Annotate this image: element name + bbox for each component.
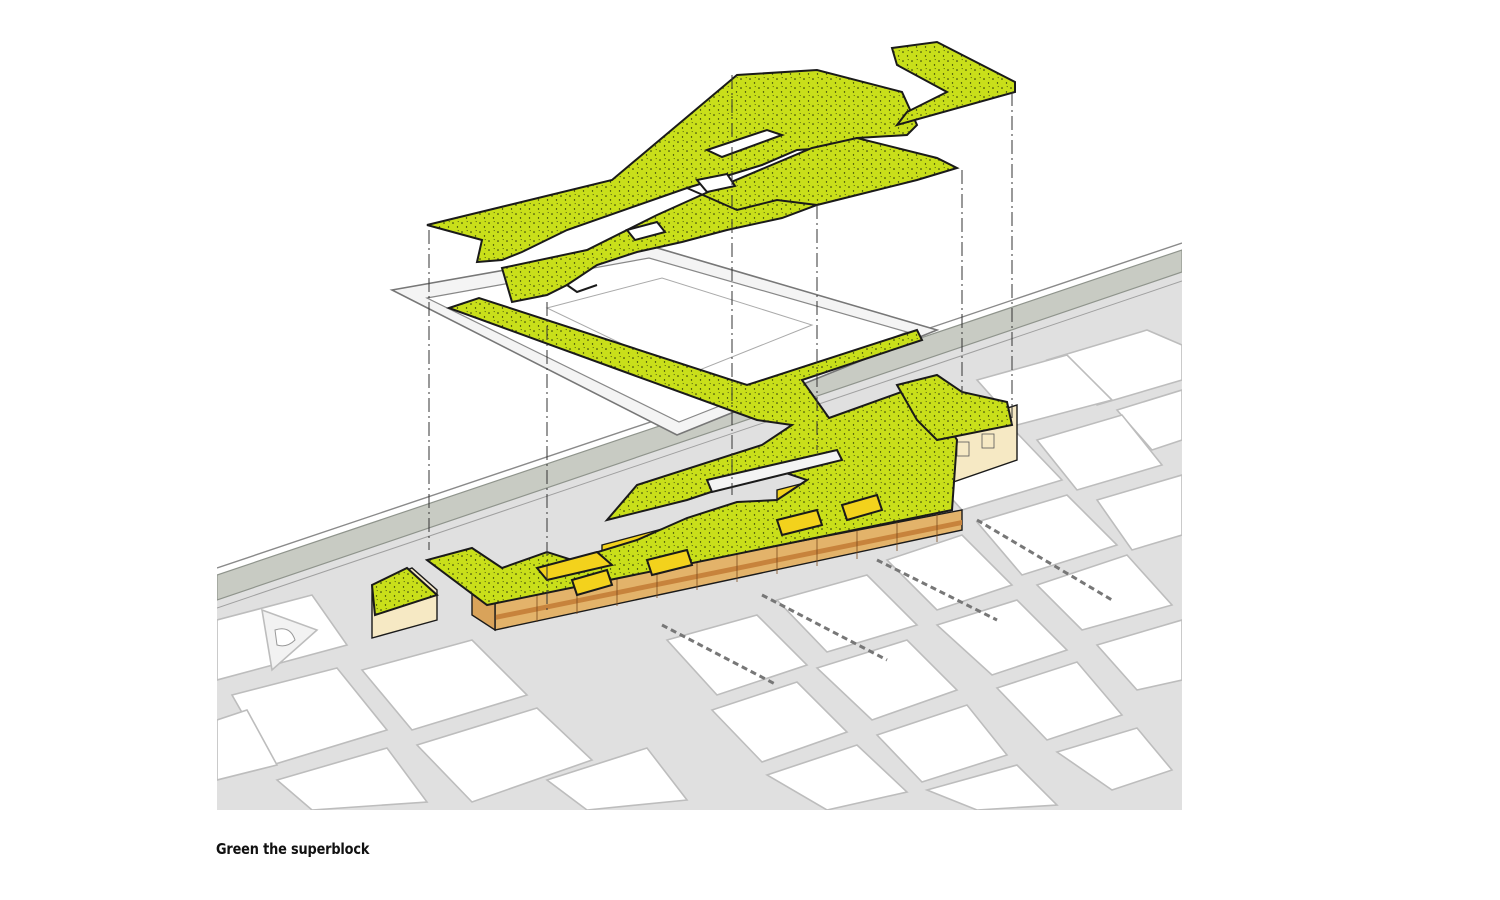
green-roof-upper [426, 40, 1016, 304]
green-roof-lower [370, 296, 1014, 617]
projection-lines [428, 75, 1013, 610]
figure-caption: Green the superblock [216, 840, 370, 858]
axonometric-drawing [217, 40, 1182, 810]
transit-lines [661, 518, 1113, 687]
axonometric-sketch [217, 40, 1182, 810]
